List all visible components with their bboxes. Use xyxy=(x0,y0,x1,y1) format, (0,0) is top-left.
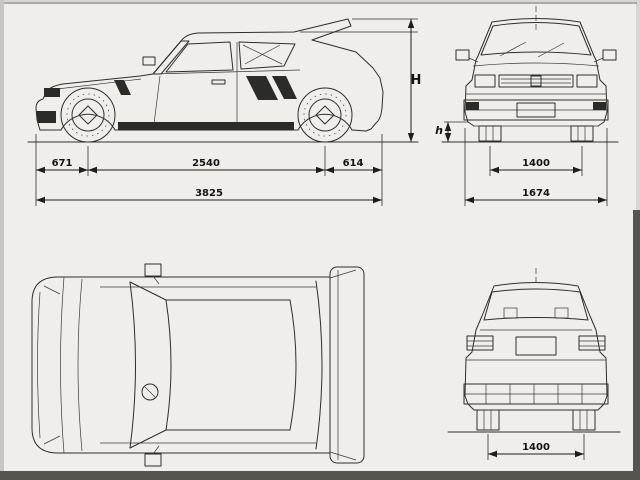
dim-front-overhang: 671 xyxy=(52,158,73,169)
lion-badge xyxy=(530,75,542,87)
roof-panel xyxy=(165,299,291,431)
rear-wheel-left xyxy=(476,409,500,431)
rear-view-drawing xyxy=(447,268,621,433)
fender-stripe xyxy=(114,80,131,95)
indicator-right xyxy=(593,102,606,110)
headrest-left xyxy=(503,307,518,319)
door-handle xyxy=(211,79,226,85)
side-stripe xyxy=(272,76,297,99)
side-view-dimensions: 671 2540 614 3825 H xyxy=(35,18,422,206)
scan-shadow-right xyxy=(633,210,640,472)
mirror-right xyxy=(602,49,617,61)
dim-rear-overhang: 614 xyxy=(343,158,364,169)
dim-height-label: H xyxy=(411,73,422,88)
license-plate-rear xyxy=(515,336,557,356)
dim-rear-track: 1400 xyxy=(522,442,550,453)
headlight-plan-lines xyxy=(43,285,61,445)
top-view-drawing xyxy=(31,263,365,467)
mirror-left xyxy=(455,49,470,61)
taillight-left xyxy=(466,335,494,351)
scan-frame-left xyxy=(0,0,4,480)
grille xyxy=(498,74,574,88)
dim-ride-height-label: h xyxy=(435,124,443,137)
side-skirt xyxy=(118,122,294,130)
rear-wheel-right xyxy=(572,409,596,431)
fuel-cap xyxy=(141,383,159,401)
scan-shadow-bottom xyxy=(0,471,640,480)
wipers xyxy=(499,41,565,58)
side-stripe xyxy=(246,76,278,100)
paper-background xyxy=(2,2,636,472)
headlight-right xyxy=(576,74,598,88)
headlight-left xyxy=(474,74,496,88)
side-mirror xyxy=(142,56,156,66)
dim-overall-length: 3825 xyxy=(195,188,223,199)
headlight-side xyxy=(44,88,60,97)
rear-view-dimensions: 1400 xyxy=(487,434,585,460)
front-wheel-left xyxy=(478,125,502,142)
front-bumper-shade xyxy=(36,111,56,123)
rear-wing-plan xyxy=(329,266,365,464)
roll-cage-lines xyxy=(242,44,283,65)
dim-overall-width: 1674 xyxy=(522,188,550,199)
taillight-right xyxy=(578,335,606,351)
dim-front-track: 1400 xyxy=(522,158,550,169)
dim-wheelbase: 2540 xyxy=(192,158,220,169)
front-wheel-right xyxy=(570,125,594,142)
front-view-dimensions: 1400 1674 h xyxy=(435,121,608,206)
side-view-drawing xyxy=(27,18,419,143)
license-plate-front xyxy=(516,102,556,118)
indicator-left xyxy=(466,102,479,110)
headrest-right xyxy=(554,307,569,319)
front-view-drawing xyxy=(441,6,619,143)
